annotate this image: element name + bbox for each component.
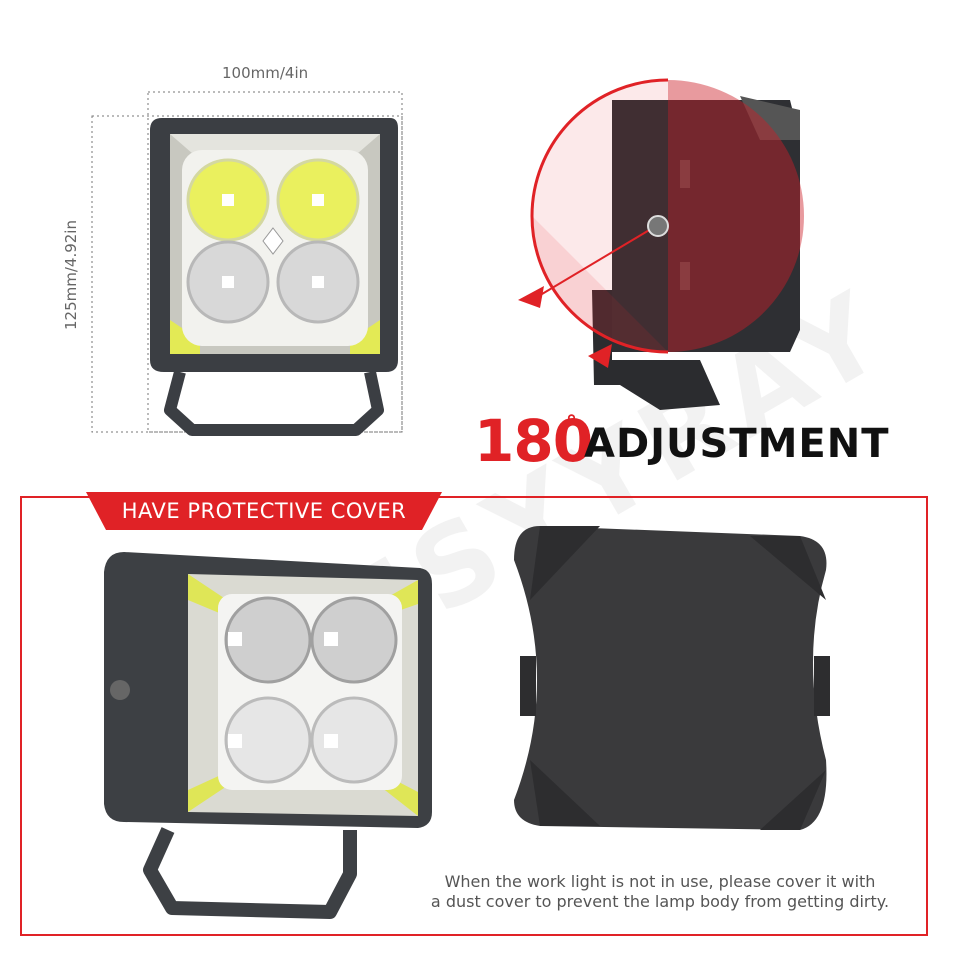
protective-cover [514, 526, 827, 830]
adjustment-heading: ADJUSTMENT [584, 421, 890, 467]
cover-banner-shape [86, 492, 442, 530]
adjustment-number: 180 [474, 407, 593, 475]
rotation-arrow-icon-2 [588, 344, 612, 368]
height-dimension-label: 125mm/4.92in [62, 220, 80, 330]
cover-banner-label: HAVE PROTECTIVE COVER [121, 499, 407, 523]
rotation-arc-area [668, 80, 804, 352]
cover-note: When the work light is not in use, pleas… [392, 872, 928, 912]
cover-note-line-2: a dust cover to prevent the lamp body fr… [430, 892, 890, 911]
width-dimension-label: 100mm/4in [222, 64, 309, 82]
cover-section-frame [20, 496, 928, 936]
cover-note-line-1: When the work light is not in use, pleas… [444, 872, 876, 891]
side-view-light [592, 96, 800, 410]
lamp-angled-view [104, 552, 432, 919]
degree-symbol: ° [566, 412, 577, 437]
rotation-arrow-icon [518, 286, 544, 308]
front-view-light [150, 118, 398, 436]
